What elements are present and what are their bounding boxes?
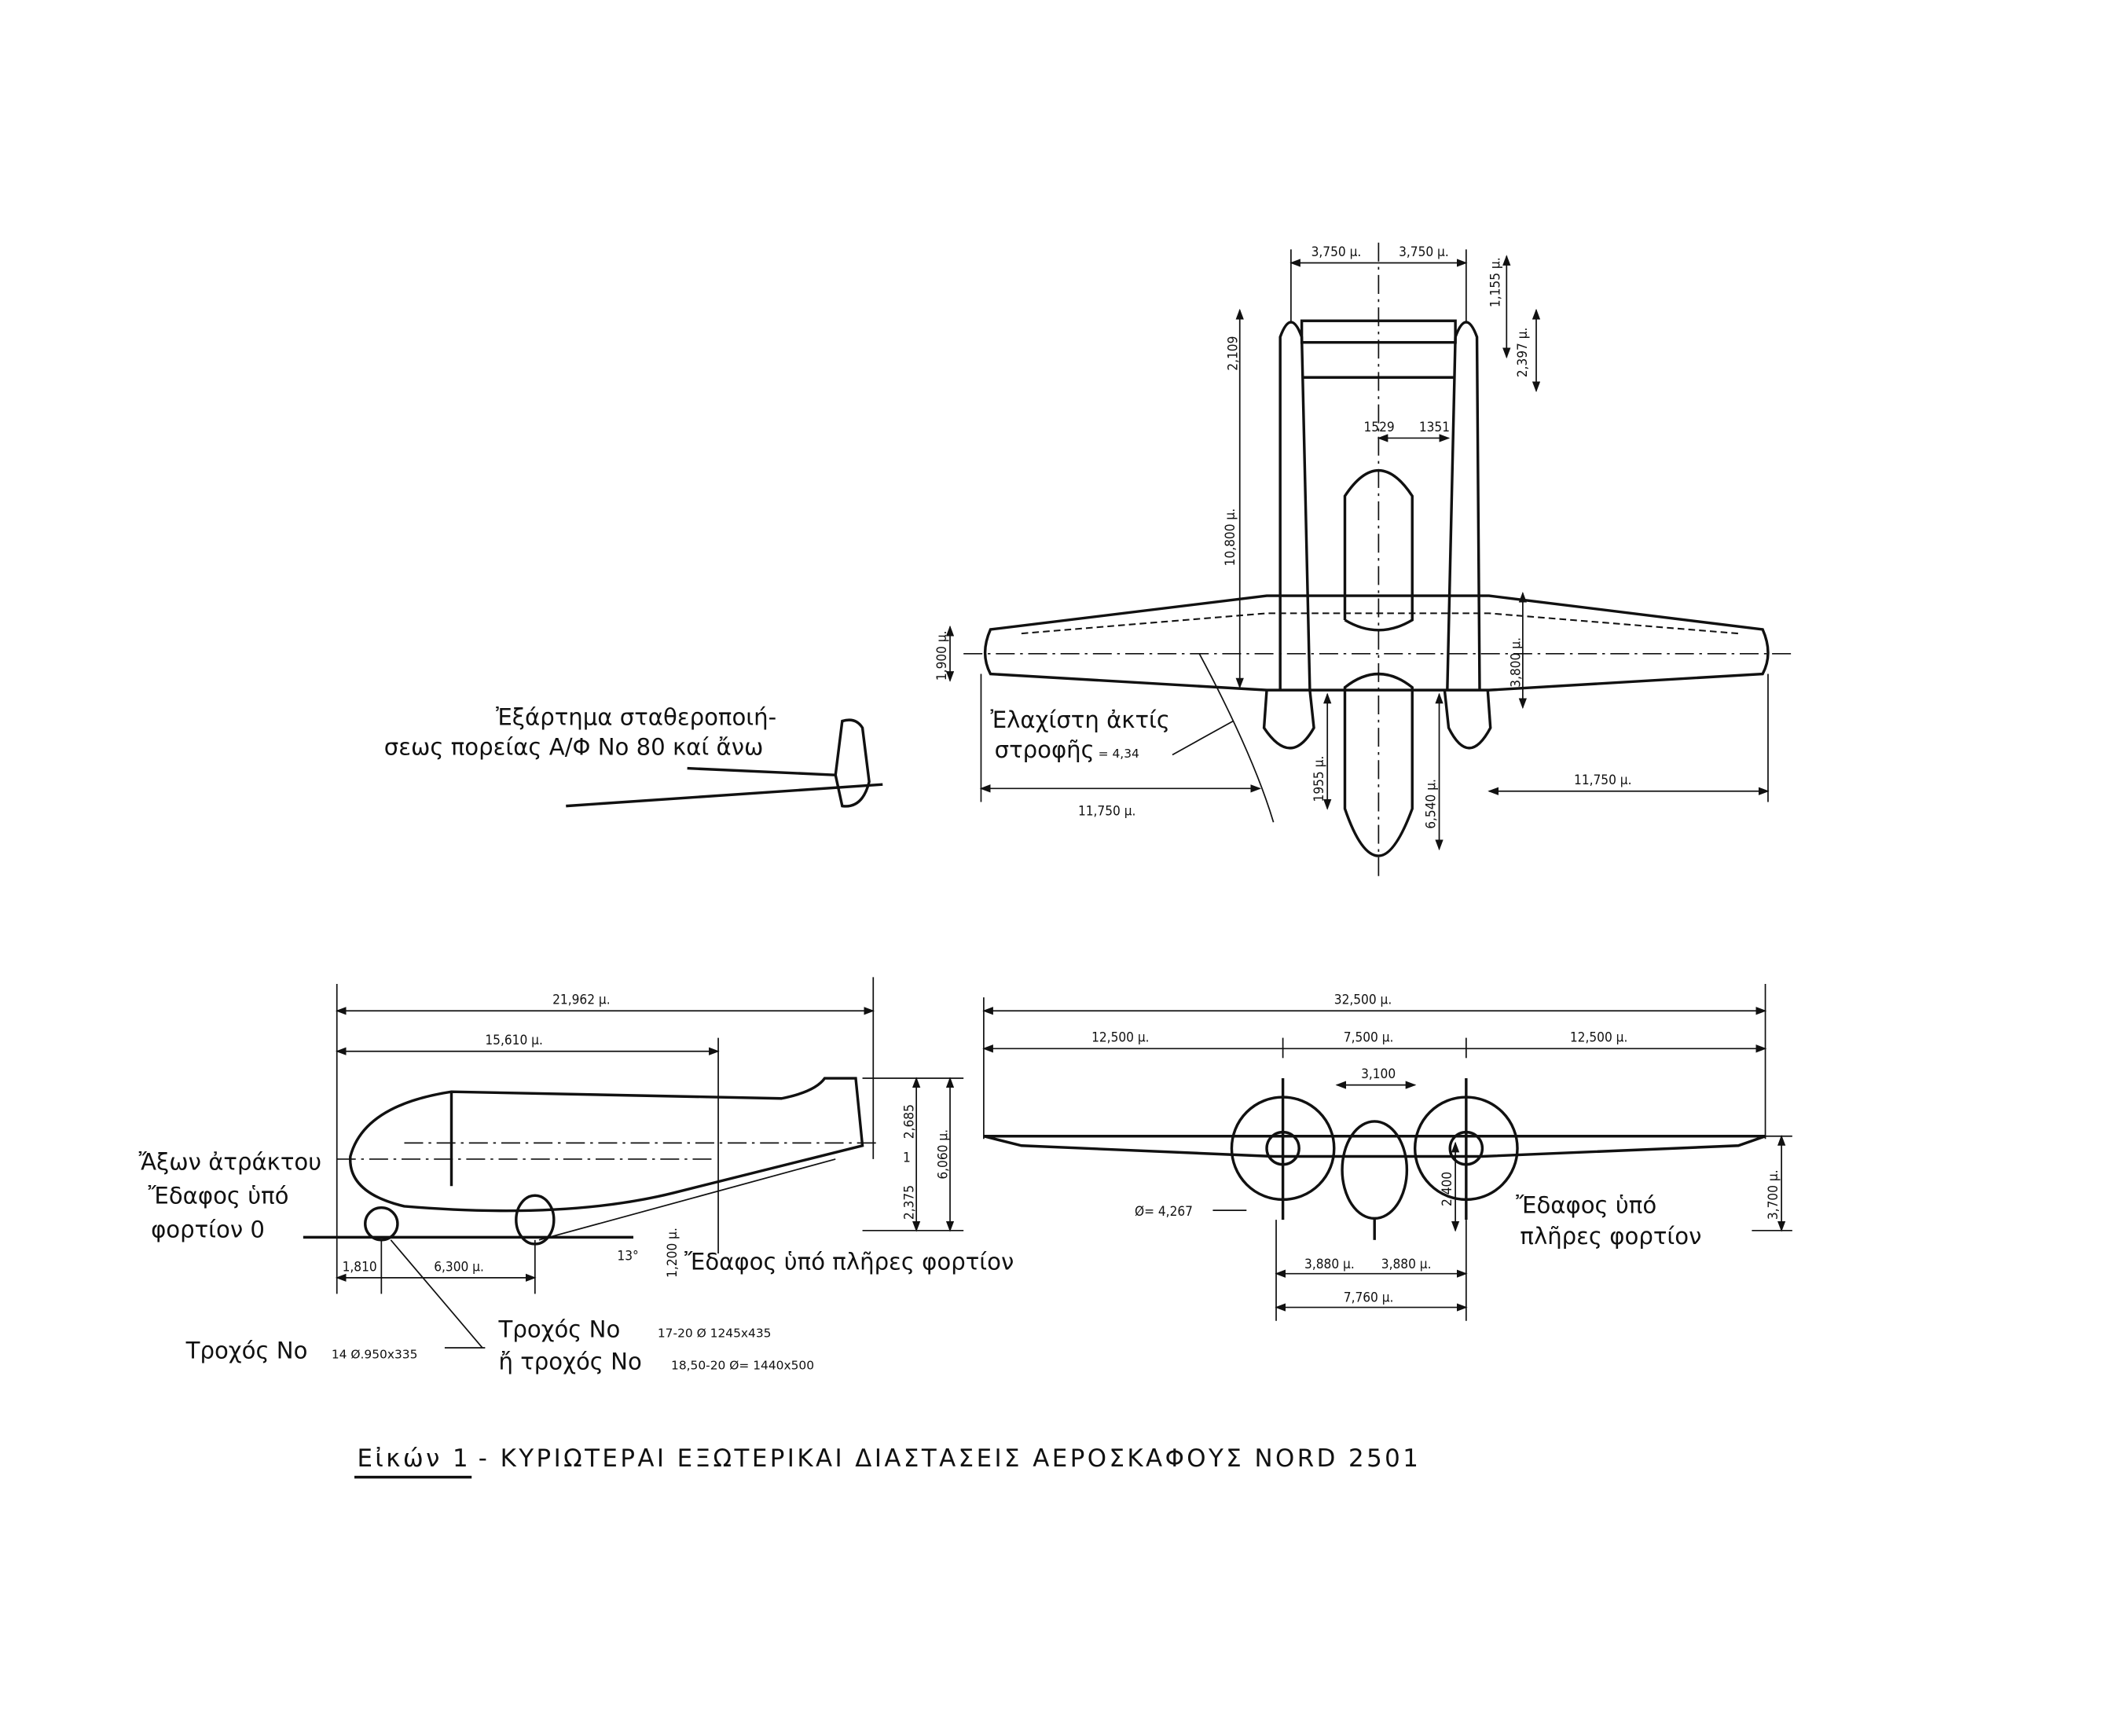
dim-2109: 2,109 bbox=[1225, 336, 1241, 371]
dim-1900: 1,900 μ. bbox=[934, 630, 950, 681]
wing-planform bbox=[983, 594, 1770, 692]
fuselage-axis-label: Ἄξων ἀτράκτου bbox=[139, 1149, 321, 1176]
stabilizer-label-1: Ἐξάρτημα σταθεροποιή- bbox=[496, 704, 776, 731]
dim-tail-half-right: 3,750 μ. bbox=[1399, 244, 1449, 260]
turn-radius-label: Ἐλαχίστη ἀκτίς bbox=[990, 707, 1170, 733]
dim-left: 12,500 μ. bbox=[1091, 1030, 1149, 1046]
nacelle-right bbox=[1443, 689, 1492, 750]
alt-wheel-label: ἤ τροχός Νο bbox=[499, 1348, 642, 1374]
dim-6060: 6,060 μ. bbox=[936, 1129, 952, 1180]
dim-span: 32,500 μ. bbox=[1334, 993, 1392, 1008]
dim-3100: 3,100 bbox=[1361, 1066, 1396, 1082]
dim-1529: 1529 bbox=[1364, 420, 1395, 435]
main-wheel-spec: 17-20 Ø 1245x435 bbox=[658, 1326, 772, 1340]
dim-1955: 1955 μ. bbox=[1311, 756, 1327, 802]
front-ground-label-2: πλῆρες φορτίον bbox=[1520, 1223, 1701, 1250]
dim-outer-right: 11,750 μ. bbox=[1574, 773, 1631, 788]
nose-wheel-label: Τροχός Νο bbox=[185, 1338, 308, 1364]
dim-angle: 13° bbox=[617, 1249, 638, 1264]
dim-track: 7,760 μ. bbox=[1344, 1290, 1394, 1306]
wing-front bbox=[983, 1135, 1766, 1158]
fuselage-side bbox=[349, 1077, 864, 1213]
dim-1155: 1,155 μ. bbox=[1488, 257, 1504, 307]
front-ground-label: Ἔδαφος ὑπό bbox=[1516, 1192, 1656, 1219]
ground-no-load-label-2: φορτίον 0 bbox=[151, 1216, 265, 1242]
figure-label: Εἰκών 1 bbox=[357, 1444, 471, 1473]
dim-6300: 6,300 μ. bbox=[434, 1259, 484, 1275]
dim-track-left: 3,880 μ. bbox=[1304, 1257, 1355, 1272]
stabilizer-detail: Ἐξάρτημα σταθεροποιή- σεως πορείας Α/Φ Ν… bbox=[384, 704, 883, 808]
dim-2400: 2,400 bbox=[1440, 1172, 1455, 1206]
side-view: 21,962 μ. 15,610 μ. 2,685 6,060 μ. 1 2,3… bbox=[139, 977, 1014, 1374]
dim-15610: 15,610 μ. bbox=[485, 1033, 542, 1048]
dim-track-right: 3,880 μ. bbox=[1381, 1257, 1432, 1272]
dim-6540: 6,540 μ. bbox=[1423, 779, 1439, 829]
front-view: 32,500 μ. 12,500 μ. 7,500 μ. 12,500 μ. 3… bbox=[982, 983, 1792, 1321]
dim-1: 1 bbox=[903, 1150, 911, 1165]
top-view: 3,750 μ. 3,750 μ. 1,155 μ. 2,109 2,397 μ… bbox=[934, 242, 1792, 876]
dim-1351: 1351 bbox=[1419, 420, 1450, 435]
figure-caption: Εἰκών 1 - ΚΥΡΙΩΤΕΡΑΙ ΕΞΩΤΕΡΙΚΑΙ ΔΙΑΣΤΑΣΕ… bbox=[354, 1444, 1421, 1479]
dim-prop-diameter: Ø= 4,267 bbox=[1135, 1204, 1193, 1220]
dim-length: 21,962 μ. bbox=[552, 993, 610, 1008]
dim-right: 12,500 μ. bbox=[1570, 1030, 1627, 1046]
tailplane bbox=[1300, 319, 1457, 344]
ground-no-load-label: Ἔδαφος ὑπό bbox=[149, 1183, 289, 1209]
dim-3700: 3,700 μ. bbox=[1766, 1169, 1781, 1220]
main-wheel-label: Τροχός Νο bbox=[498, 1316, 621, 1342]
fuselage-pod-rear bbox=[1343, 468, 1414, 632]
figure-title: - ΚΥΡΙΩΤΕΡΑΙ ΕΞΩΤΕΡΙΚΑΙ ΔΙΑΣΤΑΣΕΙΣ ΑΕΡΟΣ… bbox=[479, 1444, 1421, 1473]
dim-2397: 2,397 μ. bbox=[1515, 328, 1531, 378]
stabilizer-label-2: σεως πορείας Α/Φ Νο 80 καί ἄνω bbox=[384, 733, 764, 760]
dim-1810: 1,810 bbox=[343, 1259, 377, 1275]
fuselage-nose bbox=[1343, 672, 1414, 857]
dim-center: 7,500 μ. bbox=[1344, 1030, 1394, 1046]
dim-tail-half-left: 3,750 μ. bbox=[1311, 244, 1362, 260]
alt-wheel-spec: 18,50-20 Ø= 1440x500 bbox=[671, 1358, 814, 1372]
nose-wheel bbox=[364, 1206, 399, 1242]
dim-2685: 2,685 bbox=[902, 1104, 918, 1139]
turn-radius-value: = 4,34 bbox=[1099, 747, 1139, 761]
dim-2375: 2,375 bbox=[902, 1185, 918, 1220]
dim-outer-left: 11,750 μ. bbox=[1078, 804, 1135, 820]
turn-radius-label-2: στροφῆς bbox=[995, 736, 1095, 763]
nose-wheel-spec: 14 Ø.950x335 bbox=[332, 1348, 418, 1362]
nacelle-left bbox=[1262, 689, 1315, 750]
dim-10800: 10,800 μ. bbox=[1223, 508, 1238, 566]
dim-1200: 1,200 μ. bbox=[665, 1228, 680, 1278]
dim-3800: 3,800 μ. bbox=[1508, 637, 1524, 688]
ground-full-load-label: Ἔδαφος ὑπό πλῆρες φορτίον bbox=[684, 1249, 1014, 1275]
